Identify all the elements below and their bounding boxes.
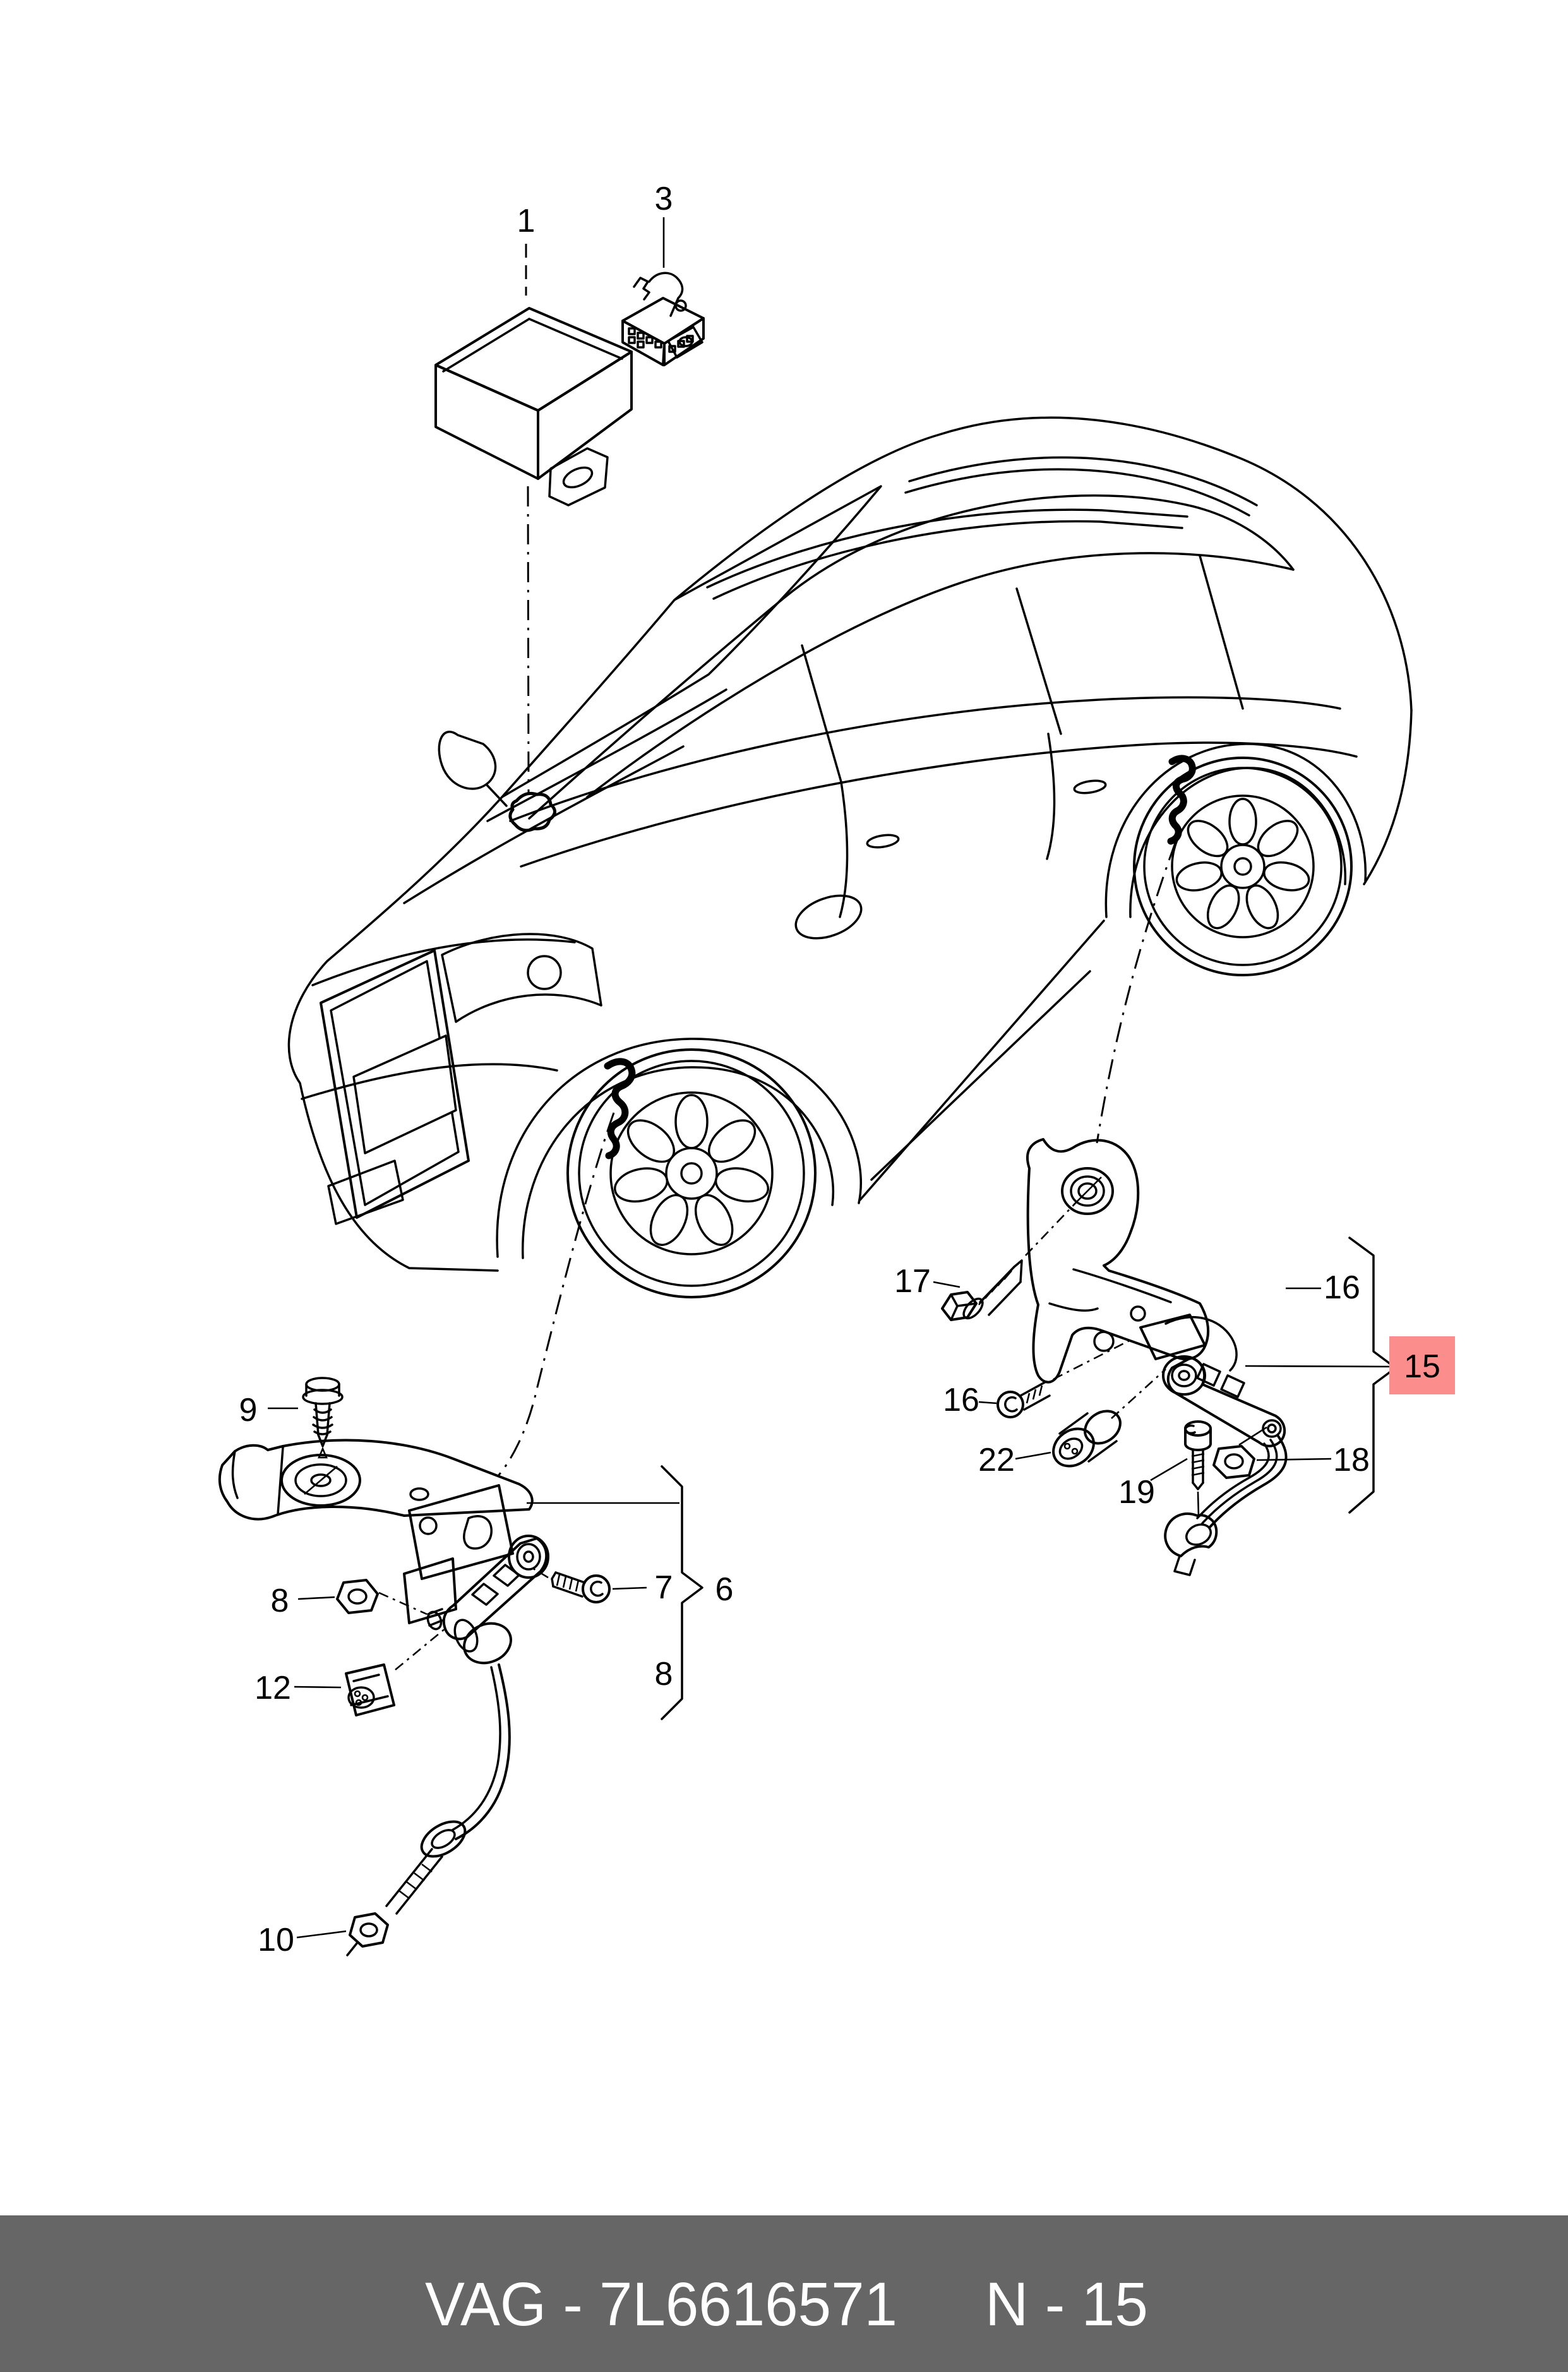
left-sensor-assembly: [218, 1377, 611, 1956]
footer-background: [0, 2215, 1568, 2372]
callout-9[interactable]: 9: [239, 1392, 258, 1429]
level-sensor-left: [346, 1484, 549, 1956]
callout-15[interactable]: 15: [1404, 1348, 1440, 1385]
bolt-7: [529, 1565, 611, 1603]
plug-22: [1052, 1369, 1166, 1468]
part-3-connector: [621, 272, 705, 366]
callout-16b[interactable]: 16: [943, 1382, 979, 1418]
highlight-box-15[interactable]: [1389, 1336, 1455, 1394]
footer-catalog-code: VAG - 7L6616571: [425, 2270, 897, 2339]
nut-10: [349, 1912, 389, 1948]
location-leader-lines: [496, 486, 1177, 1477]
callout-22[interactable]: 22: [978, 1442, 1015, 1478]
sensor-mark-cowl: [508, 791, 556, 832]
callout-18[interactable]: 18: [1333, 1442, 1370, 1478]
bracket-arm-left: [218, 1439, 534, 1521]
callout-8b[interactable]: 8: [655, 1656, 673, 1692]
callout-12[interactable]: 12: [254, 1670, 291, 1706]
callout-1[interactable]: 1: [517, 203, 536, 239]
callout-8[interactable]: 8: [271, 1583, 289, 1619]
level-sensor-right: [1139, 1314, 1288, 1576]
footer-page-code: N - 15: [985, 2270, 1148, 2339]
callouts: 1 3 9 8 12 10 7 6 8 17 16 16 22 19 18: [239, 181, 1455, 1958]
callout-7[interactable]: 7: [655, 1569, 673, 1606]
sensor-mark-front-fender: [604, 1058, 636, 1159]
screw-9: [302, 1377, 344, 1459]
plug-12: [345, 1627, 446, 1716]
nut-8-left: [336, 1579, 428, 1615]
vehicle-line-art: [287, 416, 1413, 1298]
callout-16a[interactable]: 16: [1324, 1269, 1360, 1306]
callout-17[interactable]: 17: [894, 1263, 931, 1300]
part-1-control-module: [434, 307, 633, 506]
bracket-16: [1026, 1138, 1210, 1384]
callout-10[interactable]: 10: [258, 1922, 294, 1958]
callout-19[interactable]: 19: [1118, 1474, 1155, 1511]
callout-3[interactable]: 3: [655, 181, 673, 217]
callout-6[interactable]: 6: [715, 1571, 734, 1608]
nut-18: [1212, 1426, 1267, 1479]
sensor-mark-rear-door: [1167, 755, 1196, 845]
bolt-16-small: [996, 1339, 1131, 1418]
footer-bar: VAG - 7L6616571 N - 15: [0, 2215, 1568, 2372]
bolt-19: [1184, 1420, 1212, 1518]
right-sensor-assembly: [941, 1138, 1288, 1576]
bolt-17: [941, 1201, 1078, 1321]
group-brace-left: [661, 1465, 703, 1720]
